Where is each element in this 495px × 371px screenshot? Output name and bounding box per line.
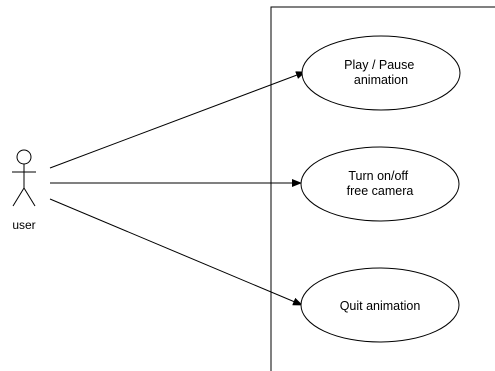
use-case-label-line: Turn on/off [348,169,408,183]
use-case-label-line: free camera [347,184,414,198]
use-case-quit: Quit animation [300,267,460,343]
use-case-ellipse [300,267,460,343]
use-case-label-line: animation [354,73,408,87]
use-case-label: Quit animation [340,299,421,313]
association-play-pause [49,71,306,169]
actor-label: user [12,218,35,232]
use-case-free-camera: Turn on/off free camera [300,146,460,222]
actor-head [16,149,32,165]
use-case-ellipse [301,35,461,111]
use-case-play-pause: Play / Pause animation [301,35,461,111]
use-case-label: Play / Pause animation [344,58,418,87]
actor-left-leg [12,187,25,207]
use-case-ellipse [300,146,460,222]
association-quit [49,198,303,306]
use-case-label-line: Play / Pause [344,58,414,72]
actor-right-leg [23,187,36,207]
actor-user: user [12,149,36,232]
system-boundary [270,6,495,371]
use-case-label-line: Quit animation [340,299,421,313]
use-case-label: Turn on/off free camera [347,169,414,198]
